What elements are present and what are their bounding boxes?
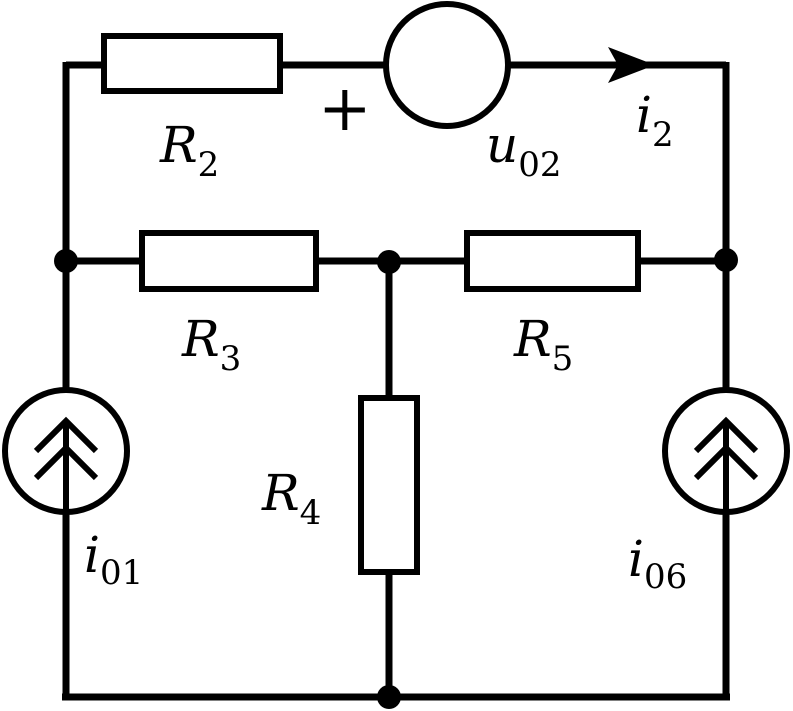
label-r5: R5 [513,310,573,379]
label-u02: u02 [486,116,561,185]
label-i2: i2 [636,86,674,155]
resistor-r4 [358,395,420,575]
junction-node-left [54,249,78,273]
current-arrow-i2 [608,47,655,83]
junction-node-center [377,250,401,274]
label-r3: R3 [181,310,241,379]
label-r4: R4 [261,464,321,533]
current-source-i06 [662,387,790,515]
label-r2: R2 [159,116,219,185]
label-i06: i06 [628,530,687,597]
junction-node-right [714,248,738,272]
resistor-r2 [101,33,283,94]
current-source-i01 [2,387,130,515]
polarity-plus: + [318,72,372,146]
junction-node-bottom [377,685,401,709]
label-i01: i01 [84,526,143,593]
resistor-r5 [464,230,641,292]
resistor-r3 [139,230,319,292]
voltage-source-u02 [383,1,511,129]
